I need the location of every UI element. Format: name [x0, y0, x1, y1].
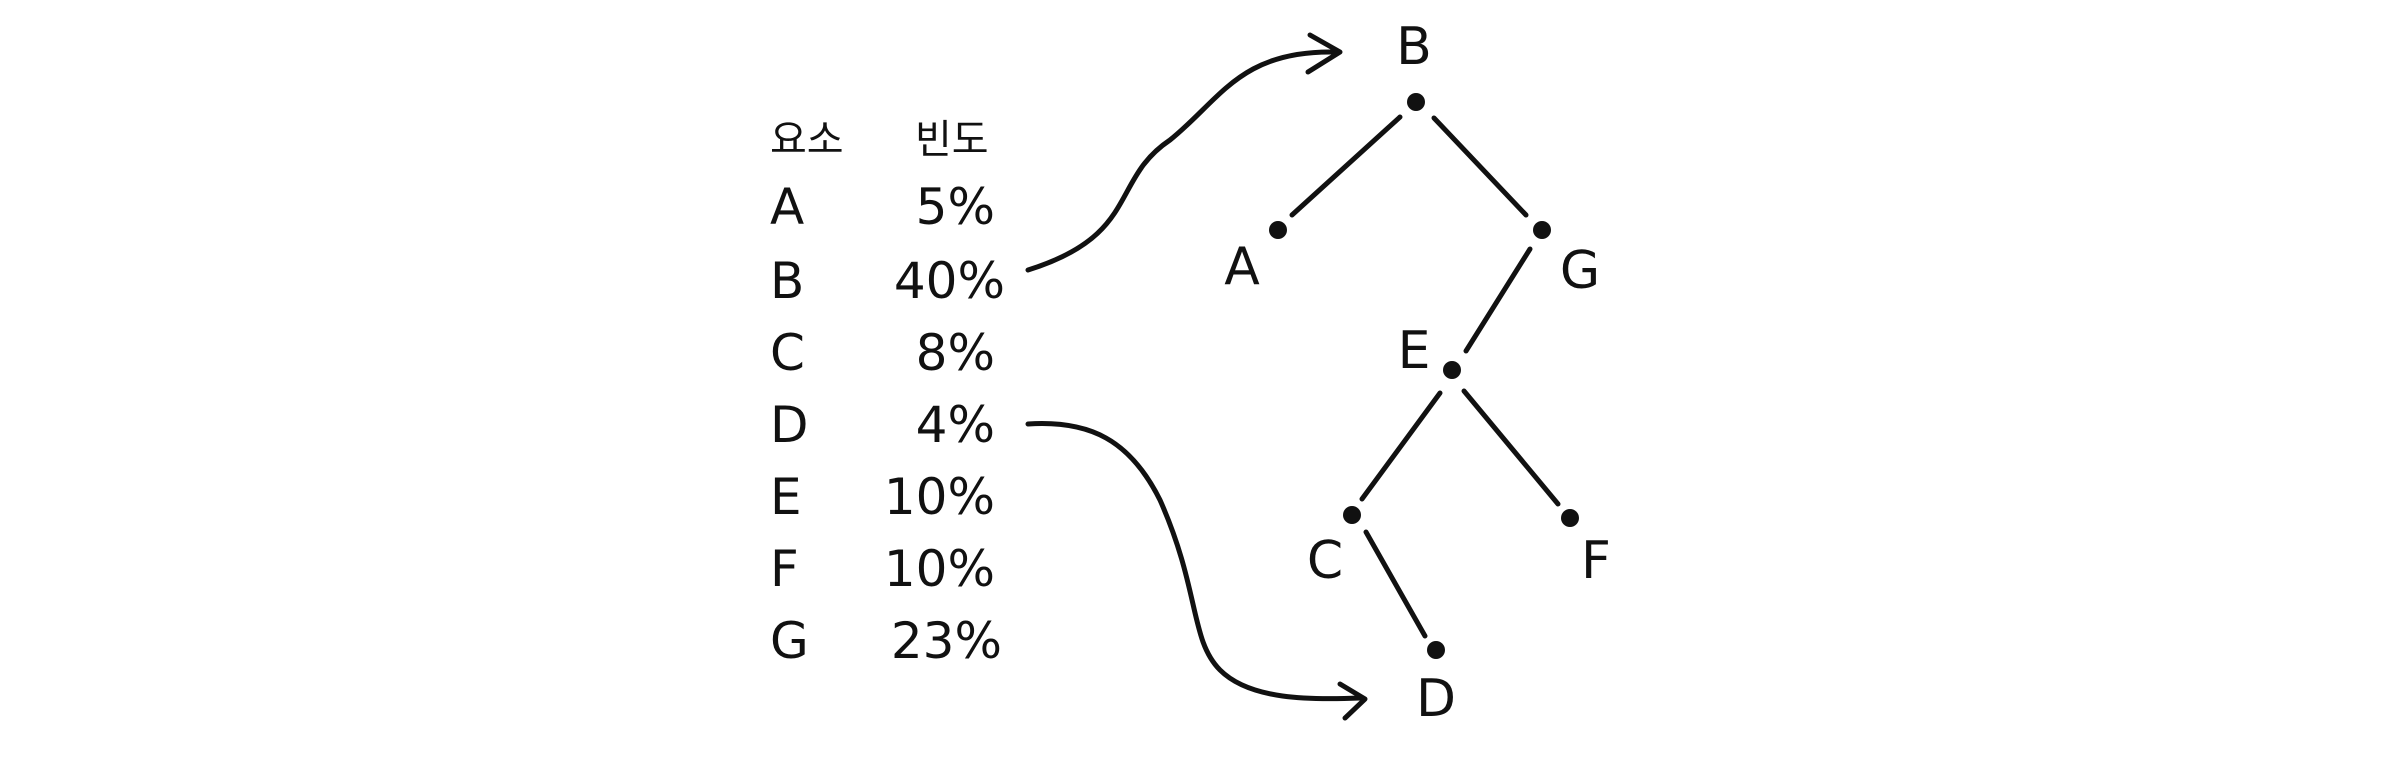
edge-e-c [1359, 390, 1443, 502]
header-frequency: 빈도 [915, 117, 989, 163]
row-e-element: E [770, 468, 802, 526]
node-f-dot [1561, 509, 1579, 527]
node-a-dot [1269, 221, 1287, 239]
row-b-element: B [770, 252, 804, 310]
node-b-dot [1407, 93, 1425, 111]
node-c: C [1307, 506, 1361, 591]
node-b: B [1396, 17, 1432, 111]
edge-g-e [1463, 246, 1533, 354]
arrow-d-to-leaf [1025, 421, 1363, 702]
row-d-element: D [770, 396, 809, 454]
row-b-frequency: 40% [894, 252, 1005, 310]
edge-c-d [1363, 529, 1428, 639]
node-e-dot [1443, 361, 1461, 379]
node-e-label: E [1398, 321, 1431, 381]
arrow-d-arrowhead-icon [1337, 681, 1368, 721]
edge-b-a [1289, 114, 1403, 218]
node-g-dot [1533, 221, 1551, 239]
node-b-label: B [1396, 17, 1432, 77]
node-e: E [1398, 321, 1461, 381]
row-f-element: F [770, 540, 799, 598]
node-d: D [1416, 641, 1456, 729]
row-g-element: G [770, 612, 809, 670]
row-c-frequency: 8% [916, 324, 995, 382]
row-a-element: A [770, 178, 804, 236]
tree-edges [1289, 114, 1561, 639]
node-g: G [1533, 221, 1600, 301]
node-d-label: D [1416, 669, 1456, 729]
mapping-arrows [1025, 32, 1368, 721]
edge-b-g [1431, 115, 1529, 218]
row-a-frequency: 5% [916, 178, 995, 236]
node-c-label: C [1307, 531, 1343, 591]
row-f-frequency: 10% [884, 540, 995, 598]
arrow-b-arrowhead-icon [1305, 32, 1343, 75]
row-e-frequency: 10% [884, 468, 995, 526]
row-d-frequency: 4% [916, 396, 995, 454]
frequency-table: 요소 빈도 A 5% B 40% C 8% D 4% E 10% F 10% G… [770, 117, 1005, 670]
tree-nodes: B A G E C F D [1224, 17, 1611, 729]
row-c-element: C [770, 324, 805, 382]
node-a: A [1224, 221, 1287, 297]
node-f: F [1561, 509, 1611, 591]
edge-e-f [1461, 388, 1561, 507]
header-element: 요소 [770, 117, 844, 163]
row-g-frequency: 23% [891, 612, 1002, 670]
node-a-label: A [1224, 237, 1260, 297]
node-f-label: F [1581, 531, 1611, 591]
node-c-dot [1343, 506, 1361, 524]
node-d-dot [1427, 641, 1445, 659]
node-g-label: G [1560, 241, 1600, 301]
arrow-b-to-root [1025, 49, 1338, 273]
